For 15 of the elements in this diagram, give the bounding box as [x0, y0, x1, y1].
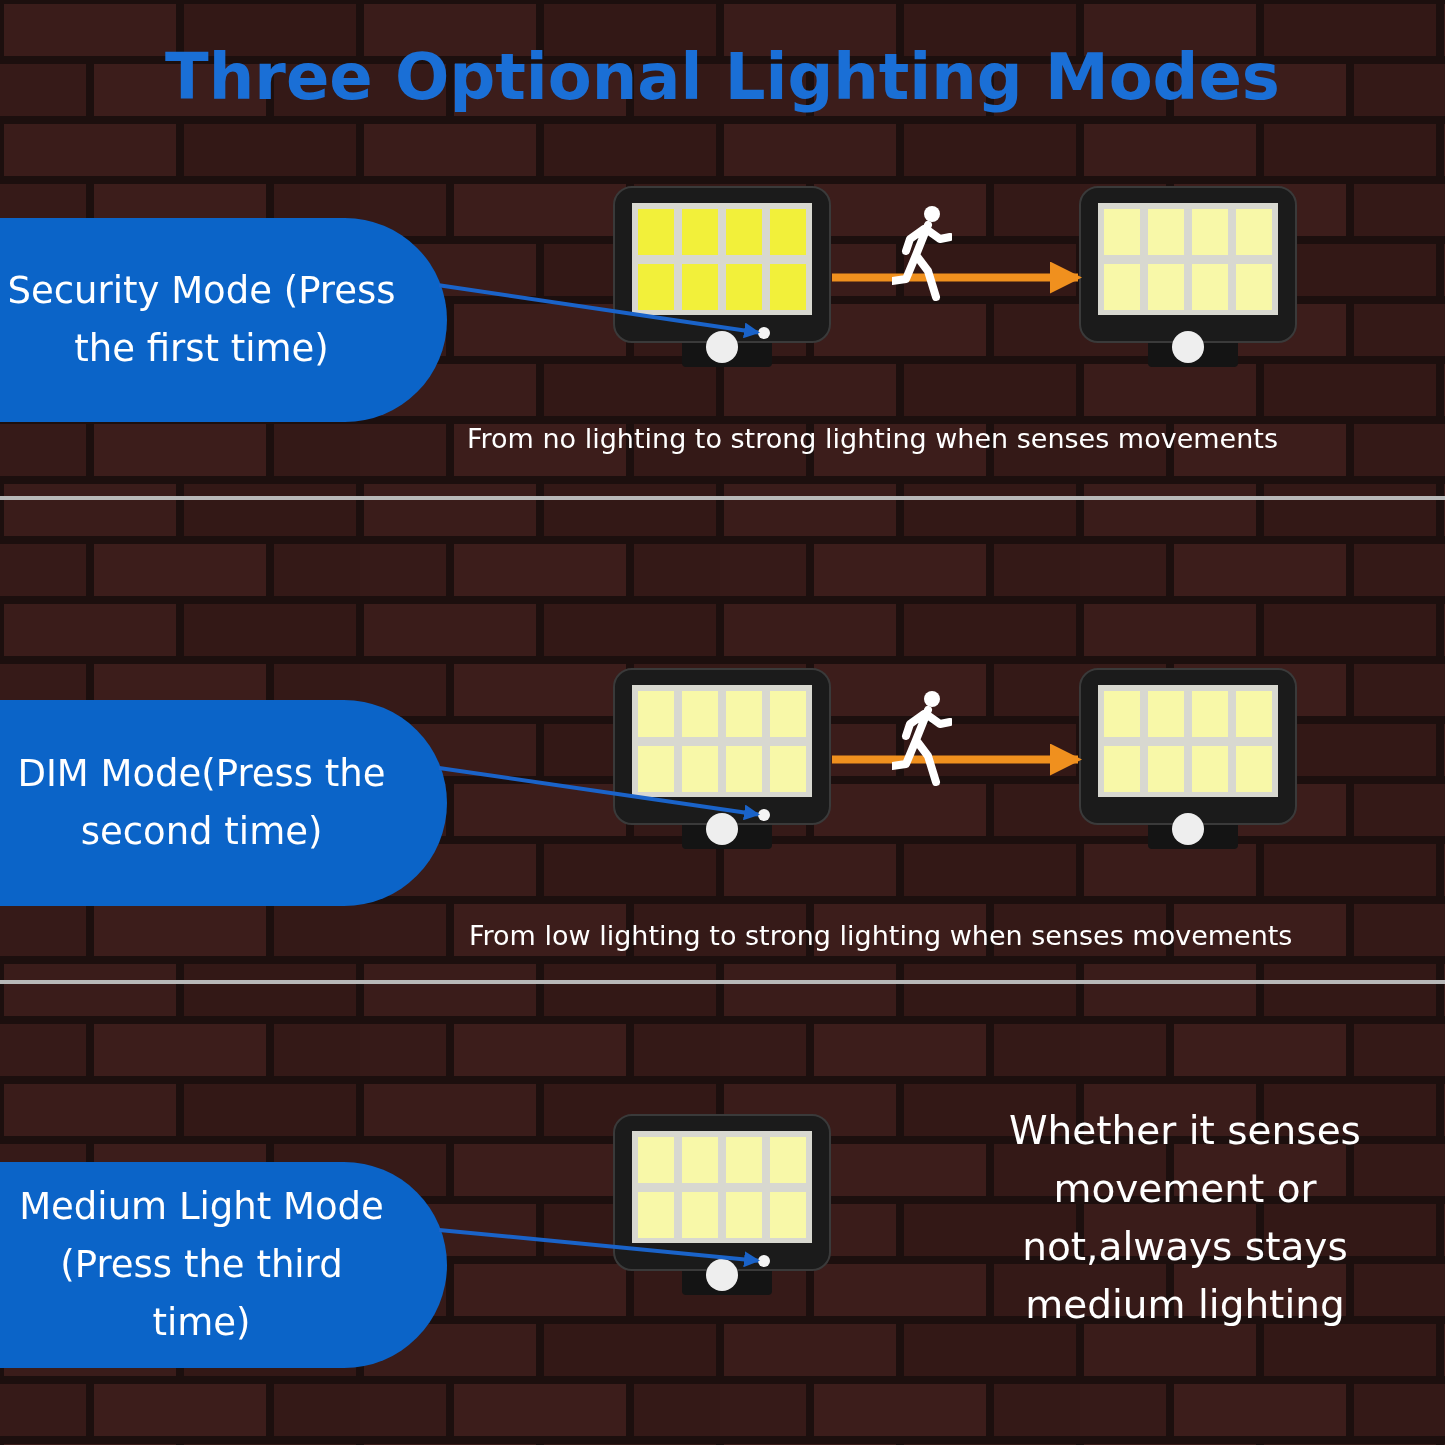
leader-arrow — [438, 766, 760, 821]
mode-label: DIM Mode(Press the second time) — [16, 751, 387, 855]
mode-callout — [0, 218, 447, 422]
arrow — [832, 261, 1082, 294]
caption-text: From no lighting to strong lighting when senses movements — [467, 423, 1278, 454]
caption-text: Whether it senses movement or not,always stays medium lighting — [1008, 1107, 1362, 1329]
mode-callout — [0, 1162, 447, 1368]
caption-text: From low lighting to strong lighting when senses movements — [469, 920, 1293, 951]
leader-arrow — [438, 283, 760, 339]
arrow — [832, 743, 1082, 776]
mode-callout — [0, 700, 447, 906]
leader-arrow — [438, 1228, 760, 1268]
mode-label: Security Mode (Press the first time) — [6, 268, 397, 372]
mode-label: Medium Light Mode (Press the third time) — [18, 1184, 385, 1346]
title: Three Optional Lighting Modes — [164, 40, 1281, 114]
